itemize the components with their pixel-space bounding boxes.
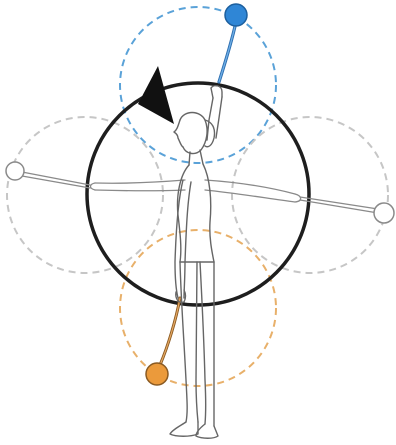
left-path-circle <box>7 117 163 273</box>
right-poi-ball <box>374 203 394 223</box>
top-poi-ball <box>225 4 247 26</box>
bottom-poi-ball <box>146 363 168 385</box>
standing-figure-icon <box>170 86 222 439</box>
bottom-poi <box>146 298 180 385</box>
bottom-path-circle <box>120 230 276 386</box>
dashed-path-circles <box>7 7 388 386</box>
top-poi <box>219 4 247 82</box>
direction-arrow-icon <box>138 66 174 124</box>
left-poi-ball <box>6 162 24 180</box>
main-circle <box>87 83 309 305</box>
side-arms <box>22 172 378 213</box>
top-path-circle <box>120 7 276 163</box>
